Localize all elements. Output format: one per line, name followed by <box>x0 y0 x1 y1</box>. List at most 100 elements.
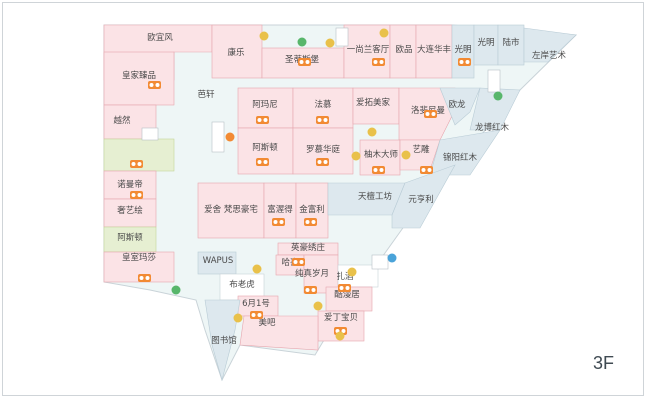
info-icon[interactable] <box>225 132 235 142</box>
store-label: 锦阳红木 <box>443 152 478 163</box>
store-label: 欧品 <box>395 44 412 55</box>
store-label: 欧龙 <box>448 99 466 110</box>
zone-jinfuli[interactable] <box>295 182 329 239</box>
zone-library[interactable] <box>204 299 241 382</box>
stairs-icon[interactable] <box>401 150 411 160</box>
escalator-right <box>487 69 501 93</box>
zone-buaohu[interactable] <box>219 273 265 301</box>
vr-view-icon[interactable] <box>130 191 143 199</box>
stairs-icon[interactable] <box>351 151 361 161</box>
zone-dalian[interactable] <box>415 24 453 79</box>
restroom-icon[interactable] <box>493 91 503 101</box>
store-label: 诺曼帝 <box>117 179 143 190</box>
vr-view-icon[interactable] <box>420 166 433 174</box>
vr-view-icon[interactable] <box>130 160 143 168</box>
store-label: 柚木大师 <box>364 149 399 160</box>
store-label: 爱舍 梵思豪宅 <box>204 204 258 215</box>
zone-asidun-green[interactable] <box>103 226 157 253</box>
zone-wapus[interactable] <box>197 251 237 275</box>
restroom-icon[interactable] <box>297 37 307 47</box>
store-label: 金富利 <box>299 204 325 215</box>
store-label: 哈喜 <box>281 257 299 268</box>
store-label: 天檀工坊 <box>358 191 393 202</box>
restroom-icon[interactable] <box>171 285 181 295</box>
store-label: 纯真岁月 <box>295 268 329 279</box>
zone-asidun-center[interactable] <box>237 127 294 175</box>
store-label: 阿斯顿 <box>117 232 143 243</box>
store-label: 皇家臻品 <box>122 70 156 81</box>
store-label: 康乐 <box>227 47 245 58</box>
stairs-top <box>335 27 349 47</box>
zone-aituo[interactable] <box>352 87 400 125</box>
store-label: 英豪绣庄 <box>291 242 326 253</box>
zone-lushi[interactable] <box>497 24 525 66</box>
elevator-icon[interactable] <box>387 253 397 263</box>
store-label: 阿斯顿 <box>252 142 278 153</box>
store-label: 陆市 <box>502 37 520 48</box>
store-label: 一尚兰客厅 <box>347 44 390 55</box>
store-label: 艺雕 <box>412 144 430 155</box>
store-label: 扎酒 <box>336 271 354 282</box>
vr-view-icon[interactable] <box>304 286 317 294</box>
stairs-icon[interactable] <box>367 127 377 137</box>
zone-oulong[interactable] <box>439 87 481 126</box>
store-label: 图书馆 <box>211 335 237 346</box>
store-label: 元亨利 <box>408 194 434 205</box>
stairs-bottom <box>371 254 389 270</box>
store-label: 爱拓美家 <box>356 97 391 108</box>
stairs-icon[interactable] <box>325 38 335 48</box>
store-label: 光明 <box>477 37 494 48</box>
vr-view-icon[interactable] <box>148 81 161 89</box>
zone-aishe[interactable] <box>197 182 265 239</box>
stairs-icon[interactable] <box>252 264 262 274</box>
vr-view-icon[interactable] <box>256 158 269 166</box>
store-label: 美吧 <box>258 317 276 328</box>
stairs-icon[interactable] <box>233 313 243 323</box>
zone-meiba[interactable] <box>239 315 319 351</box>
store-label: 爱丁宝贝 <box>324 312 358 323</box>
vr-view-icon[interactable] <box>138 274 151 282</box>
vr-view-icon[interactable] <box>424 110 437 118</box>
store-label: 罗慕华庭 <box>306 144 341 155</box>
store-label: 欧宜风 <box>147 32 173 43</box>
zone-fuwode[interactable] <box>263 182 297 239</box>
vr-view-icon[interactable] <box>458 58 471 66</box>
zone-oupin[interactable] <box>389 24 417 79</box>
vr-view-icon[interactable] <box>298 58 311 66</box>
vr-view-icon[interactable] <box>316 158 329 166</box>
vr-view-icon[interactable] <box>272 218 285 226</box>
store-label: 阿玛尼 <box>252 100 278 110</box>
stairs-icon[interactable] <box>259 31 269 41</box>
vr-view-icon[interactable] <box>292 258 305 266</box>
stairs-icon[interactable] <box>313 301 323 311</box>
store-label: 富渥得 <box>267 204 293 215</box>
store-label: 6月1号 <box>242 299 270 309</box>
zone-luomu[interactable] <box>292 127 354 175</box>
stairs-icon[interactable] <box>347 267 357 277</box>
stairs-icon[interactable] <box>379 28 389 38</box>
vr-view-icon[interactable] <box>372 166 385 174</box>
escalator-center <box>211 121 225 153</box>
zone-zuoan[interactable] <box>523 27 577 63</box>
stairs-left <box>141 127 159 141</box>
vr-view-icon[interactable] <box>304 218 317 226</box>
store-label: 左岸艺术 <box>532 50 567 61</box>
store-label: 布老虎 <box>229 279 255 290</box>
store-label: 奢艺绘 <box>117 205 143 216</box>
vr-view-icon[interactable] <box>372 58 385 66</box>
store-label: 光明 <box>454 44 471 55</box>
store-label: 酷漫居 <box>334 289 360 300</box>
vr-view-icon[interactable] <box>316 116 329 124</box>
vr-view-icon[interactable] <box>256 116 269 124</box>
floor-label: 3F <box>592 353 614 373</box>
stairs-icon[interactable] <box>335 331 345 341</box>
vr-view-icon[interactable] <box>250 311 263 319</box>
zone-yuanhengli[interactable] <box>391 164 456 229</box>
vr-view-icon[interactable] <box>338 284 351 292</box>
store-label: 大连华丰 <box>417 44 452 55</box>
zone-kangle[interactable] <box>211 24 263 79</box>
zone-royal[interactable] <box>103 51 175 106</box>
zone-jinyang[interactable] <box>429 129 501 176</box>
